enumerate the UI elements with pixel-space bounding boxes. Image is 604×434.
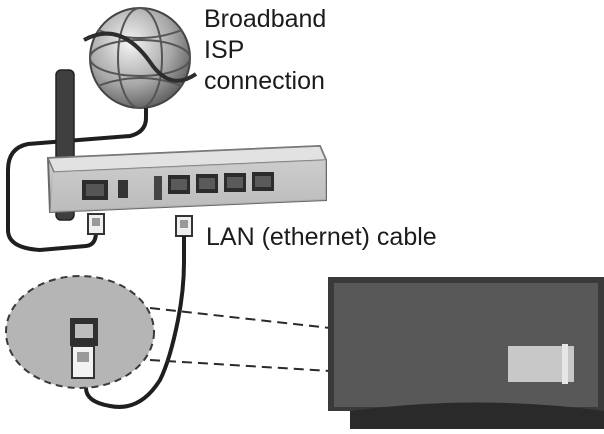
port-zoom-circle <box>5 275 155 389</box>
lan-cable-label: LAN (ethernet) cable <box>206 223 437 251</box>
wan-port <box>82 180 108 200</box>
isp-label-line-3: connection <box>204 67 325 95</box>
tv-stand <box>350 402 604 429</box>
lan-ports <box>168 172 274 194</box>
isp-label-line-1: Broadband <box>204 5 327 33</box>
ethernet-plug-icon <box>175 215 193 237</box>
isp-label-line-2: ISP <box>204 36 245 64</box>
lan-cable <box>84 236 186 409</box>
globe-icon <box>83 7 198 109</box>
isp-connection-label: Broadband ISP connection <box>204 4 326 97</box>
router-icon <box>46 69 328 221</box>
power-socket <box>118 180 128 198</box>
isp-cable <box>6 108 148 253</box>
tv-icon <box>328 277 604 429</box>
ethernet-plug-icon <box>87 213 105 235</box>
power-switch <box>154 176 162 200</box>
